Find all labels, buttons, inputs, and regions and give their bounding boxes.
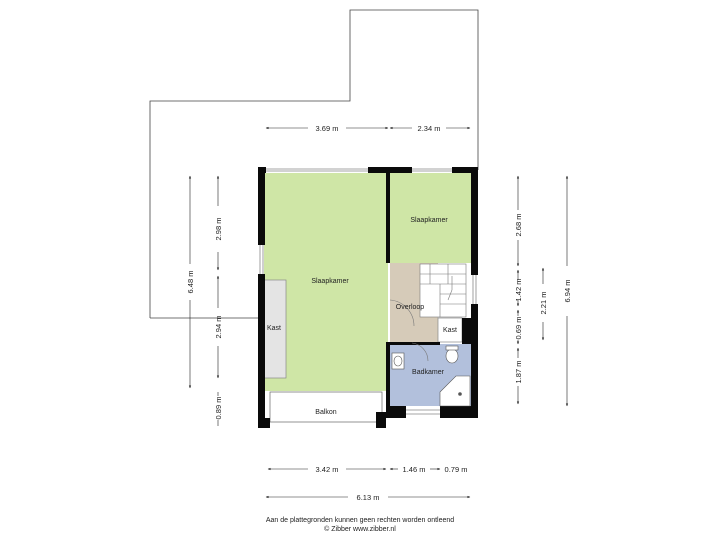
shower (439, 375, 471, 407)
roof-outline (149, 9, 479, 318)
walls (258, 167, 478, 428)
dim-left-upper: 2.98 m (214, 218, 223, 241)
dim-top-right: 2.34 m (418, 124, 441, 133)
bathroom-fixtures (391, 345, 471, 407)
dim-right-mid1: 1.42 m (514, 279, 523, 302)
dim-bottom-mid: 1.46 m (403, 465, 426, 474)
toilet (445, 348, 459, 364)
room-slaapkamer-small-fill (390, 173, 471, 263)
label-overloop: Overloop (396, 304, 425, 311)
dim-right-stair: 2.21 m (539, 292, 548, 315)
dim-left-balkon: 0.89 m (214, 397, 223, 420)
toilet-tank (445, 345, 459, 351)
dim-right-mid2: 0.69 m (514, 317, 523, 340)
sink-basin (393, 355, 403, 367)
label-kast-small: Kast (443, 327, 457, 334)
windows (259, 168, 477, 415)
kast-small (437, 317, 463, 343)
dim-bottom-total: 6.13 m (357, 493, 380, 502)
dim-left-total: 6.48 m (186, 271, 195, 294)
dim-right-total: 6.94 m (563, 280, 572, 303)
label-balkon: Balkon (315, 409, 337, 416)
label-badkamer: Badkamer (412, 369, 445, 376)
footer-copyright: © Zibber www.zibber.nl (324, 526, 396, 533)
dim-bottom-right: 0.79 m (445, 465, 468, 474)
label-slaapkamer-main: Slaapkamer (311, 278, 349, 285)
label-kast-left: Kast (267, 325, 281, 332)
door-swings (389, 299, 429, 362)
dim-right-lower: 1.87 m (514, 361, 523, 384)
dim-bottom-left: 3.42 m (316, 465, 339, 474)
dim-right-upper: 2.68 m (514, 214, 523, 237)
dim-left-lower: 2.94 m (214, 316, 223, 339)
dim-top-left: 3.69 m (316, 124, 339, 133)
staircase (419, 263, 467, 318)
label-slaapkamer-small: Slaapkamer (410, 217, 448, 224)
room-balkon-fill (269, 391, 383, 423)
footer-disclaimer: Aan de plattegronden kunnen geen rechten… (265, 517, 455, 524)
dimension-lines (188, 126, 569, 499)
